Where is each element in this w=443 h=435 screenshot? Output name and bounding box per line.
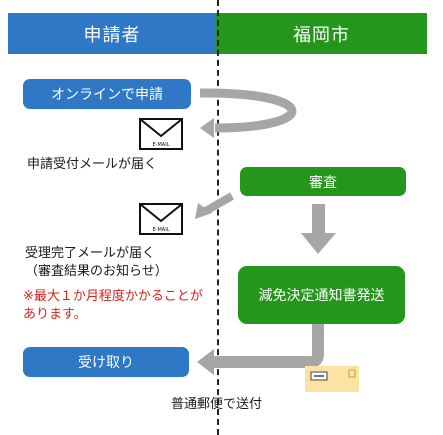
down-arrowhead bbox=[301, 233, 336, 254]
notice-box: 減免決定通知書発送 bbox=[238, 266, 405, 324]
duration-note-line2: あります。 bbox=[23, 307, 87, 322]
receive-button: 受け取り bbox=[23, 347, 189, 377]
apply-online-label: オンラインで申請 bbox=[51, 87, 163, 103]
applicant-header: 申請者 bbox=[8, 13, 216, 54]
diagonal-arrow bbox=[202, 192, 234, 216]
postal-mail-text: 普通郵便で送付 bbox=[171, 397, 263, 412]
duration-note-line1: ※最大１か月程度かかることが bbox=[23, 289, 203, 304]
applicant-header-label: 申請者 bbox=[83, 24, 141, 46]
city-header: 福岡市 bbox=[216, 13, 427, 54]
curved-return-arrowhead bbox=[200, 118, 214, 138]
receipt-mail-text: 申請受付メールが届く bbox=[27, 157, 158, 172]
email-icon-label: E-MAIL bbox=[153, 227, 170, 233]
notice-label: 減免決定通知書発送 bbox=[258, 288, 385, 304]
diagonal-arrowhead bbox=[195, 203, 212, 219]
review-label: 審査 bbox=[309, 174, 337, 191]
postal-envelope-icon bbox=[305, 366, 359, 392]
lane-divider bbox=[217, 0, 219, 435]
curved-return-arrow bbox=[199, 88, 297, 133]
city-header-label: 福岡市 bbox=[293, 24, 350, 46]
down-arrow-shaft bbox=[312, 204, 325, 237]
return-arrow bbox=[212, 324, 324, 368]
email-icon: E-MAIL bbox=[139, 203, 183, 235]
email-icon-label: E-MAIL bbox=[153, 142, 170, 148]
return-arrowhead bbox=[197, 349, 214, 375]
apply-online-button: オンラインで申請 bbox=[23, 79, 191, 109]
review-box: 審査 bbox=[240, 167, 406, 196]
completion-mail-subtext: （審査結果のお知らせ） bbox=[25, 264, 168, 279]
completion-mail-text: 受理完了メールが届く bbox=[25, 246, 156, 261]
receive-label: 受け取り bbox=[78, 355, 134, 371]
email-icon: E-MAIL bbox=[139, 118, 183, 150]
